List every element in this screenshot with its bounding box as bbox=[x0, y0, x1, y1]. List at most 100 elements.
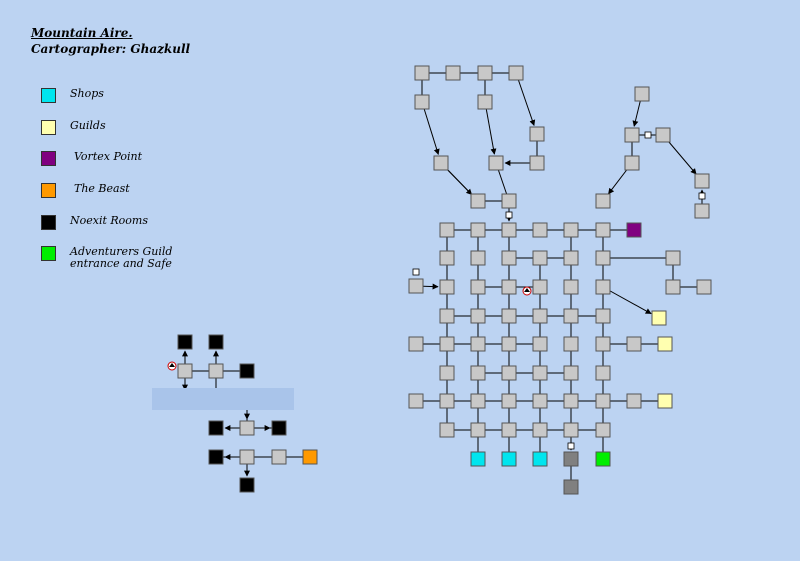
map-room bbox=[208, 363, 224, 379]
legend-swatch-shops bbox=[41, 88, 56, 103]
map-room bbox=[439, 422, 455, 438]
map-room bbox=[470, 422, 486, 438]
map-room bbox=[239, 420, 255, 436]
map-room bbox=[470, 451, 486, 467]
map-room bbox=[595, 279, 611, 295]
map-room bbox=[501, 336, 517, 352]
door-marker-icon bbox=[567, 442, 575, 450]
map-room bbox=[488, 155, 504, 171]
legend-swatch-noexit bbox=[41, 215, 56, 230]
legend-label-vortex: Vortex Point bbox=[74, 150, 143, 163]
map-room bbox=[177, 334, 193, 350]
map-room bbox=[302, 449, 318, 465]
map-room bbox=[445, 65, 461, 81]
map-room bbox=[501, 279, 517, 295]
map-room bbox=[439, 250, 455, 266]
legend-swatch-adventurers bbox=[41, 246, 56, 261]
map-room bbox=[208, 334, 224, 350]
legend-label-guilds: Guilds bbox=[70, 119, 106, 132]
map-room bbox=[439, 279, 455, 295]
map-room bbox=[470, 308, 486, 324]
map-room bbox=[626, 222, 642, 238]
map-room bbox=[477, 65, 493, 81]
updown-arrow-icon bbox=[524, 288, 530, 292]
map-room bbox=[563, 279, 579, 295]
map-room bbox=[563, 365, 579, 381]
map-title: Mountain Aire. bbox=[31, 26, 133, 40]
map-room bbox=[408, 336, 424, 352]
map-room bbox=[470, 222, 486, 238]
updown-arrow-icon bbox=[169, 363, 175, 367]
map-room bbox=[657, 393, 673, 409]
map-room bbox=[563, 451, 579, 467]
map-room bbox=[208, 449, 224, 465]
door-marker-icon bbox=[412, 268, 420, 276]
door-marker-icon bbox=[644, 131, 652, 139]
map-room bbox=[624, 155, 640, 171]
map-room bbox=[595, 222, 611, 238]
map-room bbox=[529, 126, 545, 142]
map-room bbox=[501, 222, 517, 238]
map-room bbox=[414, 65, 430, 81]
map-room bbox=[626, 336, 642, 352]
map-room bbox=[414, 94, 430, 110]
cartographer-credit: Cartographer: Ghazkull bbox=[31, 42, 191, 56]
map-room bbox=[271, 420, 287, 436]
map-room bbox=[529, 155, 545, 171]
map-room bbox=[651, 310, 667, 326]
map-room bbox=[563, 250, 579, 266]
map-room bbox=[532, 422, 548, 438]
map-room bbox=[624, 127, 640, 143]
map-room bbox=[532, 393, 548, 409]
map-room bbox=[501, 250, 517, 266]
map-room bbox=[470, 279, 486, 295]
map-room bbox=[408, 393, 424, 409]
map-arrow-link bbox=[515, 72, 536, 127]
map-room bbox=[532, 451, 548, 467]
map-room bbox=[433, 155, 449, 171]
map-room bbox=[501, 365, 517, 381]
map-room bbox=[563, 479, 579, 495]
map-room bbox=[665, 279, 681, 295]
map-room bbox=[470, 250, 486, 266]
legend-label-shops: Shops bbox=[70, 87, 104, 100]
legend-label-beast: The Beast bbox=[74, 182, 130, 195]
map-room bbox=[177, 363, 193, 379]
map-room bbox=[508, 65, 524, 81]
map-arrow-link bbox=[484, 101, 497, 155]
map-room bbox=[563, 222, 579, 238]
map-room bbox=[470, 393, 486, 409]
map-room bbox=[532, 336, 548, 352]
map-room bbox=[439, 365, 455, 381]
legend-label-noexit: Noexit Rooms bbox=[70, 214, 148, 227]
map-room bbox=[470, 193, 486, 209]
map-room bbox=[595, 451, 611, 467]
map-room bbox=[595, 422, 611, 438]
map-room bbox=[408, 278, 424, 294]
map-room bbox=[563, 393, 579, 409]
map-room bbox=[532, 279, 548, 295]
map-room bbox=[532, 308, 548, 324]
map-arrow-link bbox=[421, 101, 440, 155]
map-room bbox=[208, 420, 224, 436]
map-room bbox=[501, 451, 517, 467]
map-room bbox=[626, 393, 642, 409]
map-room bbox=[655, 127, 671, 143]
map-room bbox=[694, 173, 710, 189]
map-room bbox=[501, 193, 517, 209]
map-room bbox=[694, 203, 710, 219]
map-room bbox=[439, 308, 455, 324]
legend-swatch-guilds bbox=[41, 120, 56, 135]
map-room bbox=[271, 449, 287, 465]
map-room bbox=[470, 365, 486, 381]
map-room bbox=[239, 449, 255, 465]
map-room bbox=[657, 336, 673, 352]
map-room bbox=[501, 422, 517, 438]
legend-label-adventurers: Adventurers Guild entrance and Safe bbox=[70, 245, 173, 270]
map-room bbox=[563, 336, 579, 352]
map-room bbox=[439, 393, 455, 409]
map-room bbox=[563, 422, 579, 438]
door-marker-icon bbox=[698, 192, 706, 200]
map-room bbox=[595, 365, 611, 381]
